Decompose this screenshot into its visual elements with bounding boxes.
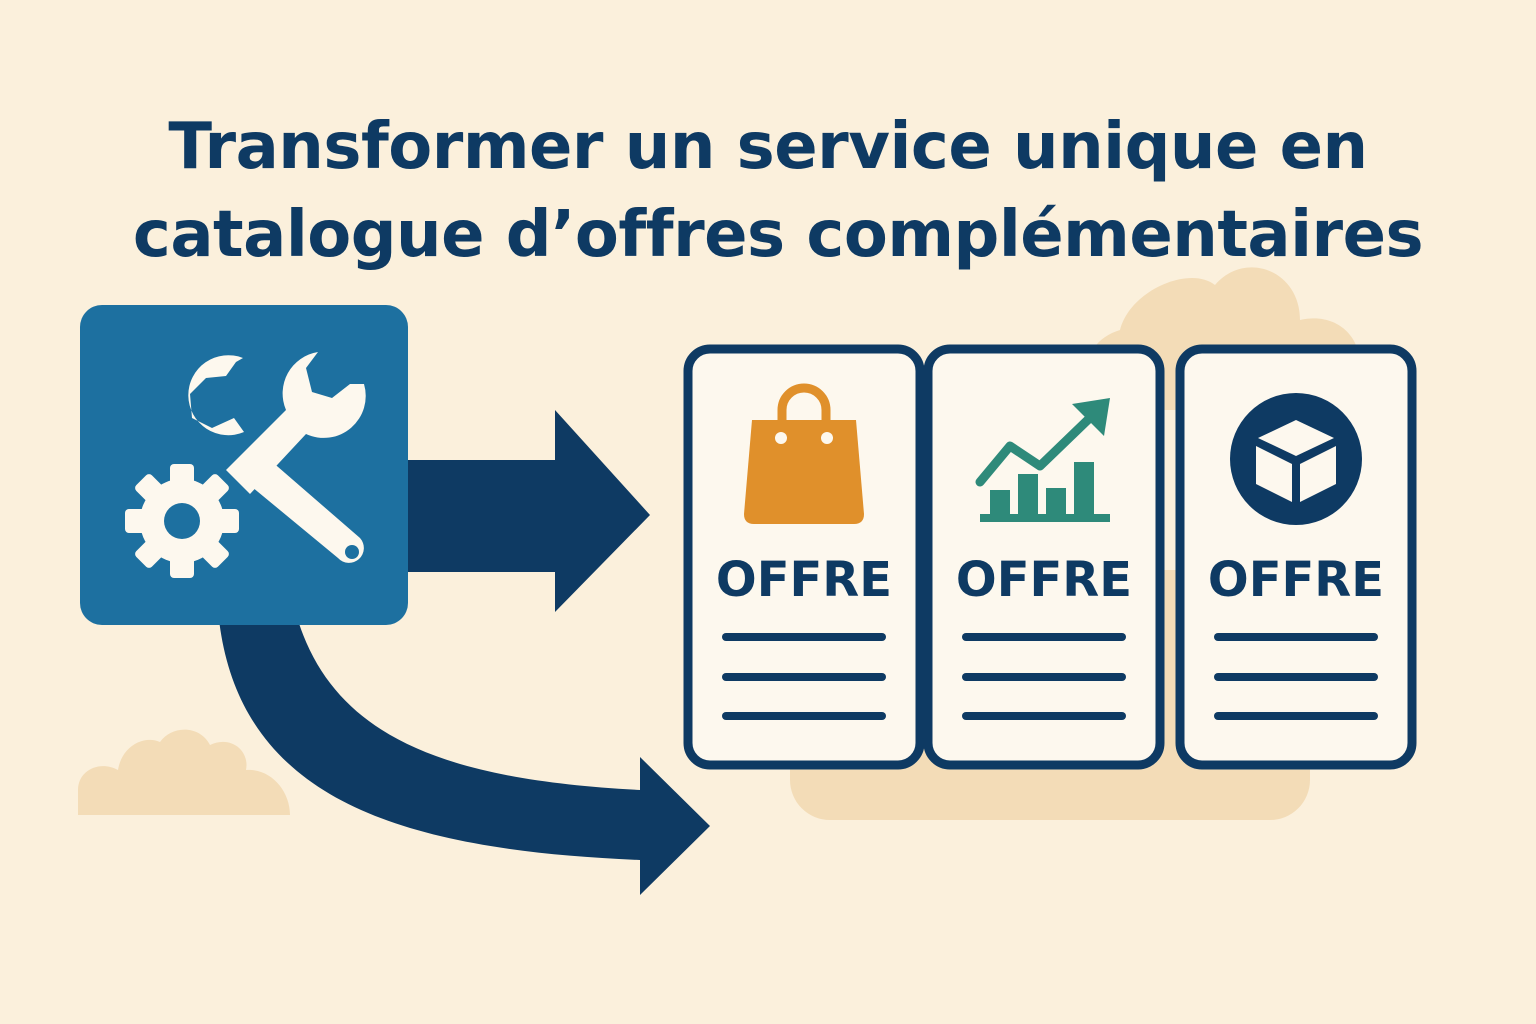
offer-card: OFFRE bbox=[923, 344, 1165, 770]
offer-card-frame bbox=[683, 344, 925, 770]
growth-chart-icon bbox=[975, 398, 1110, 522]
offer-card: OFFRE bbox=[683, 344, 925, 770]
cloud-left bbox=[78, 729, 290, 815]
offer-label: OFFRE bbox=[956, 552, 1132, 608]
page-title: Transformer un service unique en catalog… bbox=[0, 103, 1536, 279]
shopping-bag-icon bbox=[744, 383, 864, 524]
straight-arrow bbox=[405, 410, 650, 612]
offer-card-frame bbox=[923, 344, 1165, 770]
offer-label: OFFRE bbox=[716, 552, 892, 608]
wrench-icon bbox=[188, 352, 366, 563]
title-line-1: Transformer un service unique en bbox=[168, 109, 1368, 184]
service-box bbox=[80, 305, 408, 625]
offer-cards: OFFRE OFFRE OFFRE bbox=[683, 344, 1417, 770]
box-icon bbox=[1230, 393, 1362, 525]
offer-label: OFFRE bbox=[1208, 552, 1384, 608]
title-line-2: catalogue d’offres complémentaires bbox=[132, 197, 1424, 272]
gear-icon bbox=[125, 464, 239, 578]
offer-card: OFFRE bbox=[1175, 344, 1417, 770]
curved-arrow bbox=[218, 610, 710, 895]
